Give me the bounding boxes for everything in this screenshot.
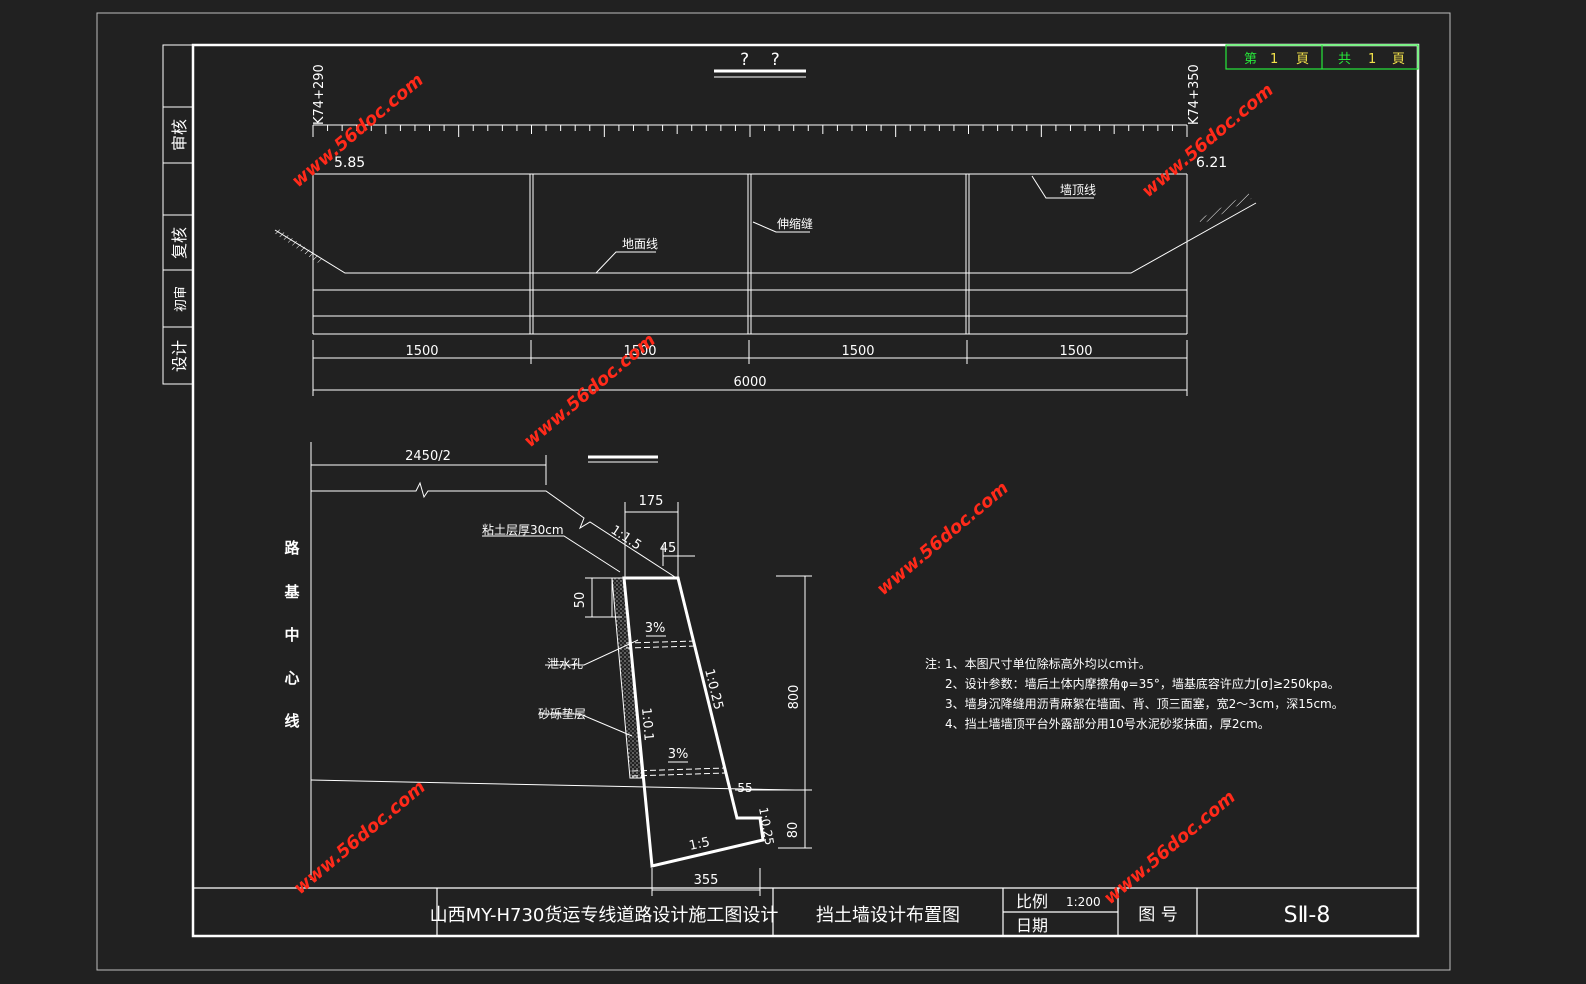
note-line-3: 3、墙身沉降缝用沥青麻絮在墙面、背、顶三面塞，宽2～3cm，深15cm。 [945,696,1344,711]
scale-value: 1:200 [1066,895,1101,909]
drawing-no-label: 图 号 [1138,905,1177,925]
watermark-3: www.56doc.com [520,330,660,452]
page-number: 1 [1270,52,1278,67]
note-line-2: 2、设计参数：墙后土体内摩擦角φ=35°，墙基底容许应力[σ]≥250kpa。 [945,676,1340,691]
page-counter: 第 1 頁 共 1 頁 [1225,44,1419,70]
centerline-label: 路 基 中 心 线 [283,539,300,730]
design-notes: 注: 1、本图尺寸单位除标高外均以cm计。 2、设计参数：墙后土体内摩擦角φ=3… [925,656,1344,731]
base-slope: 1:5 [688,835,712,854]
drawing-name: 挡土墙设计布置图 [816,905,960,926]
retaining-wall [622,576,765,868]
outer-frame [96,12,1451,971]
review-label-recheck: 复核 [170,227,189,259]
gravel-layer: 砂砾垫层 [538,706,586,721]
note-line-4: 4、挡土墙墙顶平台外露部分用10号水泥砂浆抹面，厚2cm。 [945,716,1270,731]
label-expansion-joint: 伸缩缝 [777,216,813,231]
half-width: 2450/2 [405,449,451,464]
title-block: 山西MY-H730货运专线道路设计施工图设计 挡土墙设计布置图 比例 1:200… [193,887,1418,936]
top-width: 175 [639,494,664,509]
notes-prefix: 注: [925,656,941,671]
title-marks: ? ? [740,50,780,70]
segment-4: 1500 [1059,344,1092,359]
watermark-1: www.56doc.com [288,70,428,192]
review-label-first: 初审 [174,286,189,312]
centerline-char-5: 线 [284,712,299,730]
elevation-left: 5.85 [334,155,365,171]
centerline-char-1: 路 [284,539,300,557]
base-width: 355 [694,873,719,888]
total-number: 1 [1368,52,1376,67]
total-unit: 頁 [1392,52,1405,67]
label-wall-top: 墙顶线 [1060,183,1096,197]
page-label: 第 [1244,52,1257,67]
drawing-no: SⅡ-8 [1284,903,1331,928]
crossfall-lower: 3% [668,747,689,762]
station-left: K74+290 [312,64,327,125]
review-label-design: 设计 [170,340,189,372]
elevation-right: 6.21 [1196,155,1227,171]
page-unit: 頁 [1296,52,1309,67]
toe-height: 80 [786,822,801,839]
station-right: K74+350 [1187,64,1202,125]
inner-frame [191,43,1420,938]
clay-layer: 粘土层厚30cm [482,522,564,537]
offset: 45 [660,541,677,556]
centerline-char-3: 中 [284,626,299,644]
watermark-4: www.56doc.com [873,478,1013,600]
station-ruler [312,124,1188,137]
segment-3: 1500 [841,344,874,359]
toe-width: 55 [737,781,752,795]
review-label-audit: 审核 [170,119,189,151]
review-strip [162,44,194,385]
watermark-2: www.56doc.com [1138,80,1278,202]
date-label: 日期 [1016,916,1048,935]
crossfall-upper: 3% [645,621,666,636]
back-slope: 1:0.1 [638,707,656,742]
drain-hole: 泄水孔 [547,657,583,671]
segment-1: 1500 [405,344,438,359]
elevation-view: K74+290 K74+350 5.85 6.21 墙顶线 伸缩缝 地面 [273,64,1257,396]
review-labels: 审核 复核 初审 设计 [170,119,189,372]
scale-label: 比例 [1016,892,1048,911]
segment-2: 1500 [623,344,656,359]
total-label: 共 [1338,52,1351,67]
note-line-1: 1、本图尺寸单位除标高外均以cm计。 [945,656,1151,671]
centerline-char-4: 心 [284,669,299,687]
slope-fill: 1:1.5 [608,523,644,554]
project-name: 山西MY-H730货运专线道路设计施工图设计 [430,905,779,926]
wall-height: 800 [787,685,802,710]
total-length: 6000 [733,375,766,390]
toe-slope: 1:0.25 [756,806,776,846]
centerline-char-2: 基 [283,583,300,601]
cap-height: 50 [573,592,588,609]
label-ground-line: 地面线 [622,237,658,251]
watermark-6: www.56doc.com [1100,787,1240,909]
